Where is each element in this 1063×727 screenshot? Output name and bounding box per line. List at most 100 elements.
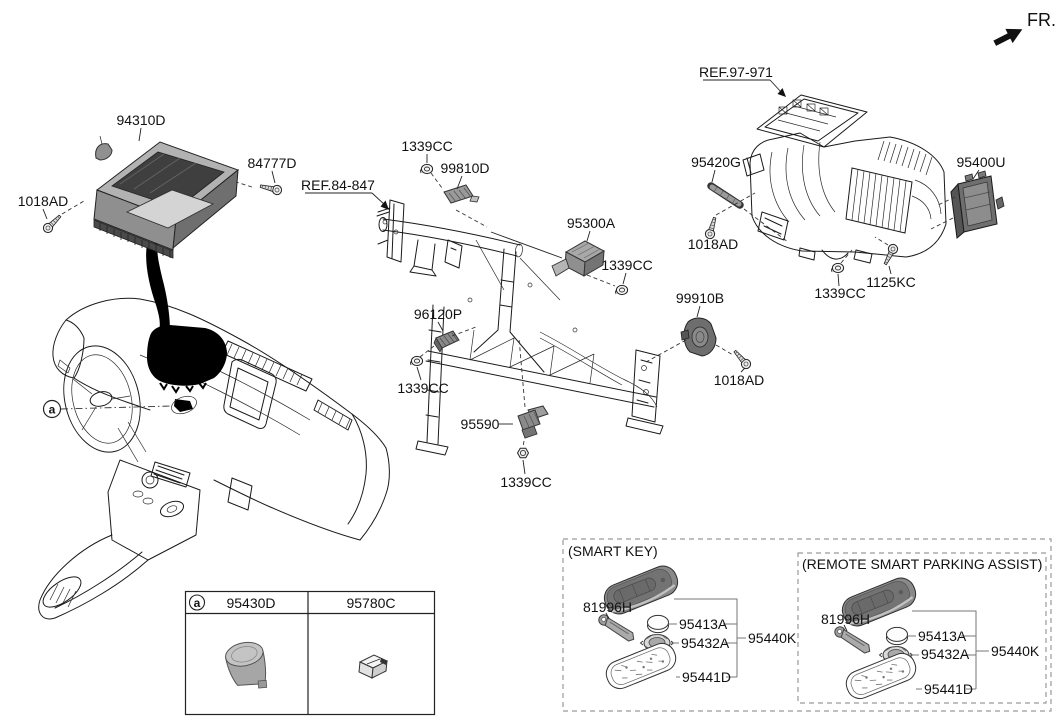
unit-antenna-stub: [95, 143, 113, 161]
leader-1339cc-95590: [522, 459, 526, 475]
module-95300a: 95300A: [490, 215, 616, 287]
start-button-top: [225, 641, 264, 667]
rspa-box-title: (REMOTE SMART PARKING ASSIST): [802, 556, 1042, 572]
lower-cover-icon: [601, 639, 681, 693]
console-button-2: [142, 497, 154, 505]
frame-left-leg: [425, 304, 445, 445]
smart-key-box: (SMART KEY) 81996H 95413A 95432A 95441D …: [562, 538, 1052, 712]
key-blade-icon: [594, 613, 639, 643]
frame-bolt-hole-6: [527, 282, 533, 288]
fr-label: FR.: [1027, 10, 1056, 30]
smart-key-box-title: (SMART KEY): [568, 543, 658, 559]
dash-84777d: [235, 181, 253, 188]
module-95400u-ear: [995, 196, 1005, 210]
label-95440k-rspa: 95440K: [991, 643, 1040, 659]
module-95300a-bracket: [551, 258, 570, 277]
leader-94310d: [138, 127, 142, 142]
grommet-icon: [409, 355, 424, 367]
label-95441d-rspa: 95441D: [924, 681, 973, 697]
unit-antenna-mast: [99, 135, 103, 145]
module-99810d: 99810D: [440, 160, 490, 228]
leader-99810d: [456, 175, 463, 190]
module-99910b: 99910B: [645, 290, 734, 363]
frame-harness: [539, 331, 658, 408]
screw-1018ad-hvac: 1018AD: [688, 192, 756, 252]
leader-95420g: [711, 169, 716, 183]
table-border: [184, 590, 436, 716]
steering-wheel-hub: [89, 391, 113, 407]
steering-wheel-inner: [71, 354, 133, 444]
grommet-1339cc-hvac: 1339CC: [814, 249, 866, 301]
lower-cover-icon: [841, 649, 921, 703]
module-96120p: 96120P: [414, 306, 477, 353]
steering-wheel-spokes: [57, 359, 147, 463]
antenna-95420g: 95420G: [691, 154, 789, 243]
cluster-install-silhouette: [147, 325, 227, 386]
bracket-95590-lower: [521, 425, 538, 439]
cluster-install-swoosh: [146, 243, 170, 331]
callout-84777d: 84777D: [247, 155, 296, 171]
module-95400u-face: [962, 181, 993, 227]
dash-vent-hatch-2: [317, 402, 351, 429]
label-95413a-rspa: 95413A: [918, 628, 967, 644]
label-81996h: 81996H: [583, 599, 632, 615]
module-95400u: 95400U: [930, 154, 1006, 239]
grommet-icon: [830, 262, 845, 274]
frame-left-bracket: [376, 199, 405, 263]
console-side-pad: [227, 477, 253, 511]
console-button-1: [132, 490, 144, 498]
leader-1339cc-hvac: [837, 273, 840, 287]
dash-1018ad-left: [61, 200, 85, 215]
console-dial: [141, 471, 159, 489]
callout-1339cc-95590: 1339CC: [500, 474, 551, 490]
leader-1018ad-left: [42, 208, 48, 220]
hvac-bottom-details: [798, 247, 873, 264]
leader-81996h: [605, 612, 610, 620]
start-button-bezel: [171, 395, 197, 415]
callout-95400u: 95400U: [956, 154, 1005, 170]
grommet-1339cc-top: 1339CC: [401, 138, 453, 189]
steering-wheel-outer: [63, 345, 141, 453]
screw-icon: [730, 347, 753, 371]
dash-99910b-screw: [715, 344, 734, 356]
dashboard-sketch: a: [38, 243, 390, 620]
frame-main-tube: [382, 218, 521, 257]
frame-bolt-hole-4: [643, 389, 649, 395]
frame-tube-cap-left: [378, 217, 388, 232]
nut-icon: [517, 447, 529, 459]
callout-99810d: 99810D: [440, 160, 489, 176]
frame-tube-cap-right: [514, 243, 523, 258]
module-99810d-tab: [469, 195, 480, 203]
module-99910b-ring: [691, 326, 709, 348]
detail-a-label: a: [49, 403, 56, 417]
callout-95590: 95590: [461, 416, 500, 432]
frame-bolt-hole-5: [467, 297, 473, 303]
dash-1339cc-96120p: [419, 345, 435, 358]
leader-1125kc: [888, 265, 892, 275]
label-95441d: 95441D: [682, 669, 731, 685]
dash-lower-left-edge: [73, 377, 151, 411]
bracket-95590-main: [517, 409, 541, 431]
console-dial-inner: [145, 475, 155, 485]
dash-1125kc: [874, 236, 889, 246]
unit-right-face: [172, 168, 239, 250]
cluster-unit-94310d: 94310D: [93, 112, 240, 259]
glovebox-panel: [223, 358, 277, 429]
hvac-evaporator: [845, 167, 913, 234]
fr-direction-marker: FR.: [993, 10, 1056, 46]
module-95300a-hatch: [571, 242, 601, 259]
cover-box-corner: [380, 658, 387, 665]
frame-bolt-hole-1: [382, 219, 388, 225]
dash-vent-strip-2: [313, 399, 353, 431]
callout-1018ad-99910b: 1018AD: [714, 372, 765, 388]
crossmember-frame-ref-84-847: REF.84-847: [301, 177, 664, 456]
dash-1339cc-hvac: [840, 249, 853, 264]
dash-95590-up: [518, 337, 526, 408]
dash-95300a: [586, 274, 616, 287]
unit-fins: [99, 223, 171, 258]
dash-99910b-frame: [645, 339, 687, 363]
legend-table: a 95430D 95780C: [184, 590, 436, 716]
hvac-body-outline: [749, 132, 947, 258]
callout-1339cc-95300a: 1339CC: [601, 257, 652, 273]
